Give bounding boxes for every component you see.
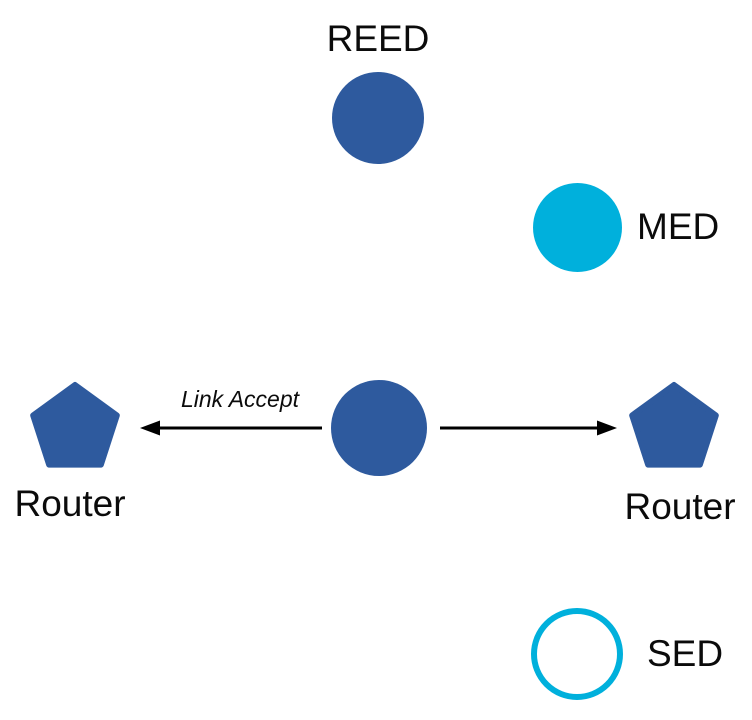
reed-node-label: REED — [326, 18, 430, 59]
router-left-label: Router — [14, 483, 126, 524]
med-node-circle — [533, 183, 622, 272]
med-node-label: MED — [637, 206, 720, 247]
sed-node-label: SED — [647, 633, 724, 674]
router-left-pentagon-icon — [30, 382, 120, 468]
link-accept-arrowhead-icon — [140, 420, 160, 436]
center-node-circle — [331, 380, 427, 476]
right-arrowhead-icon — [597, 420, 617, 436]
router-right-pentagon-icon — [629, 382, 719, 468]
reed-node-circle — [332, 72, 424, 164]
sed-node-circle — [531, 608, 623, 700]
router-left-pentagon-shape — [30, 382, 120, 468]
router-right-pentagon-shape — [629, 382, 719, 468]
link-accept-edge-label: Link Accept — [180, 386, 300, 412]
router-right-label: Router — [624, 486, 736, 527]
